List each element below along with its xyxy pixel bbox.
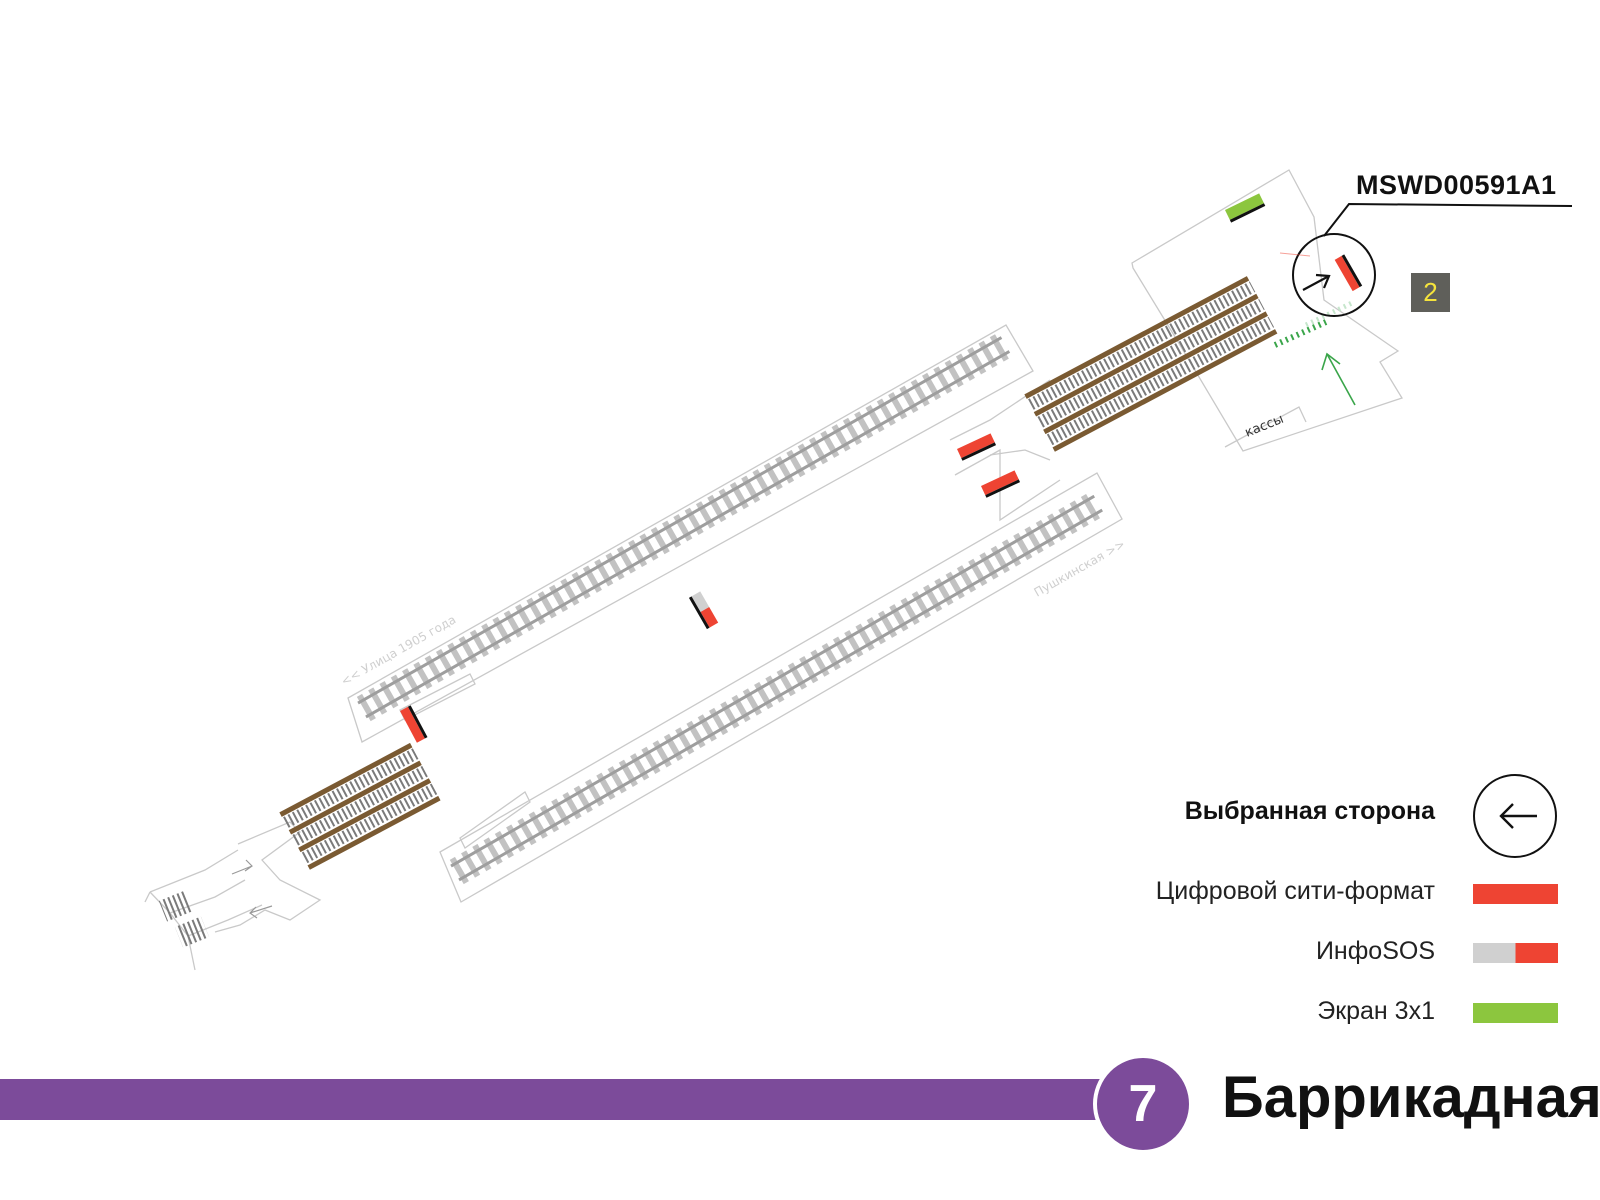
exit-stairs [158, 859, 273, 948]
entrance-arrow-icon [1321, 352, 1356, 406]
track-lower [448, 490, 1106, 886]
station-walls [144, 169, 1403, 971]
legend-infosos-label: ИнфоSOS [1315, 937, 1435, 965]
screen-3x1-swatch [1473, 1003, 1558, 1023]
placement-code-label: MSWD00591A1 [1356, 170, 1557, 200]
legend-digital-city-format-label: Цифровой сити-формат [1155, 877, 1435, 905]
infosos-swatch [1473, 943, 1558, 963]
screen-3x1-placement[interactable] [1225, 193, 1266, 223]
digital-city-format-placement[interactable] [981, 470, 1021, 498]
kassy-label: кассы [1243, 412, 1286, 441]
selected-side-swatch [1473, 774, 1557, 858]
arrow-right-in-circle-icon [1302, 273, 1331, 291]
digital-city-format-placement[interactable] [400, 705, 428, 743]
station-name: Баррикадная [1222, 1065, 1600, 1130]
infosos-placement[interactable] [688, 591, 719, 630]
digital-city-format-swatch [1473, 884, 1558, 904]
track-upper [355, 332, 1013, 723]
escalator-southwest [279, 742, 441, 870]
legend-screen-3x1-label: Экран 3х1 [1317, 997, 1435, 1025]
selected-placement-marker[interactable] [1279, 202, 1573, 317]
turnstiles [1273, 300, 1354, 348]
escalator-northeast [1024, 276, 1278, 452]
digital-city-format-placement[interactable] [957, 433, 997, 461]
metro-line-bar [0, 1079, 1100, 1120]
arrow-left-in-circle-icon [1499, 803, 1537, 829]
exit-number-badge: 2 [1411, 273, 1450, 312]
line-number-badge: 7 [1093, 1054, 1193, 1154]
legend-selected-side-label: Выбранная сторона [1184, 797, 1435, 825]
